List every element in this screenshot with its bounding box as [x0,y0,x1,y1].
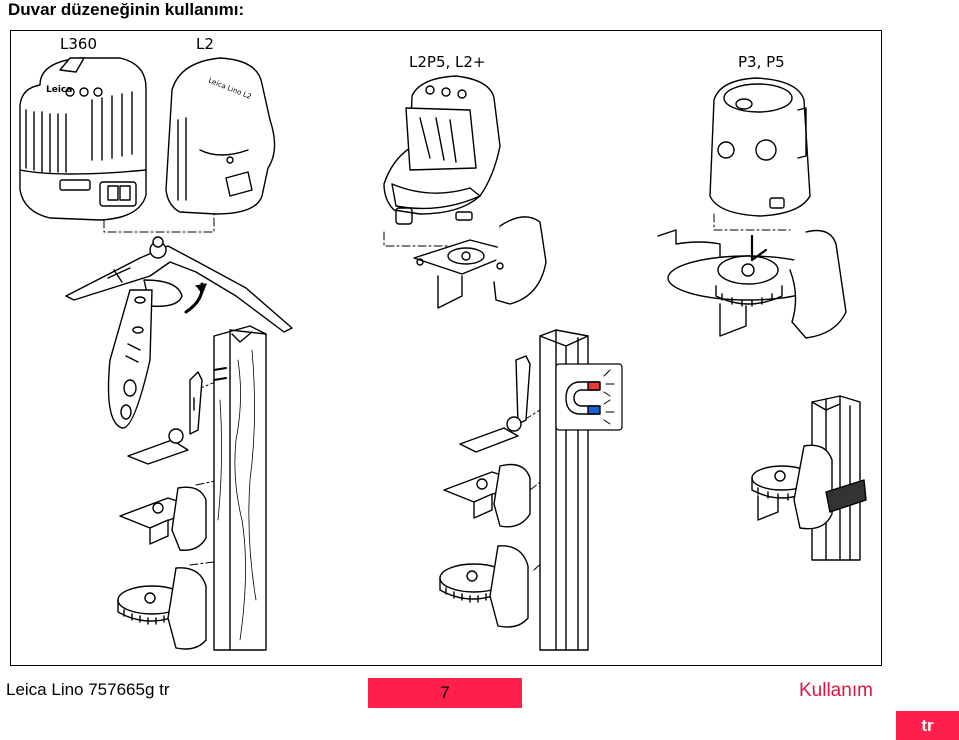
section-name: Kullanım [799,680,873,701]
document-reference: Leica Lino 757665g tr [6,680,170,699]
wooden-post [213,325,267,651]
model-label-l360: L360 [60,35,97,53]
language-tab: tr [896,711,959,740]
model-label-l2: L2 [196,35,214,53]
wall-bracket-arm [65,236,293,429]
svg-text:Leica: Leica [46,85,72,95]
magnet-icon [555,363,623,431]
l360-device: Leica [19,57,147,221]
mount-plate-left-middle [119,486,207,551]
mount-plate-center-middle [443,463,531,528]
model-label-l2p5: L2P5, L2+ [409,53,486,71]
page-number: 7 [368,678,522,708]
illustration-frame [10,30,882,666]
mount-plate-center-top [459,355,531,453]
page-title: Duvar düzeneğinin kullanımı: [8,0,245,19]
l2p5-device [383,75,501,225]
mount-plate-center-bottom [439,545,529,628]
l2p5-base [413,216,547,309]
mount-plate-right [751,444,867,530]
p3-device [709,77,811,217]
model-label-p3: P3, P5 [738,53,785,71]
l2-device: Leica Lino L2 [165,57,276,215]
p3-rotating-base [657,229,847,339]
mount-plate-left-top [127,371,203,465]
mount-plate-left-bottom [117,567,207,650]
